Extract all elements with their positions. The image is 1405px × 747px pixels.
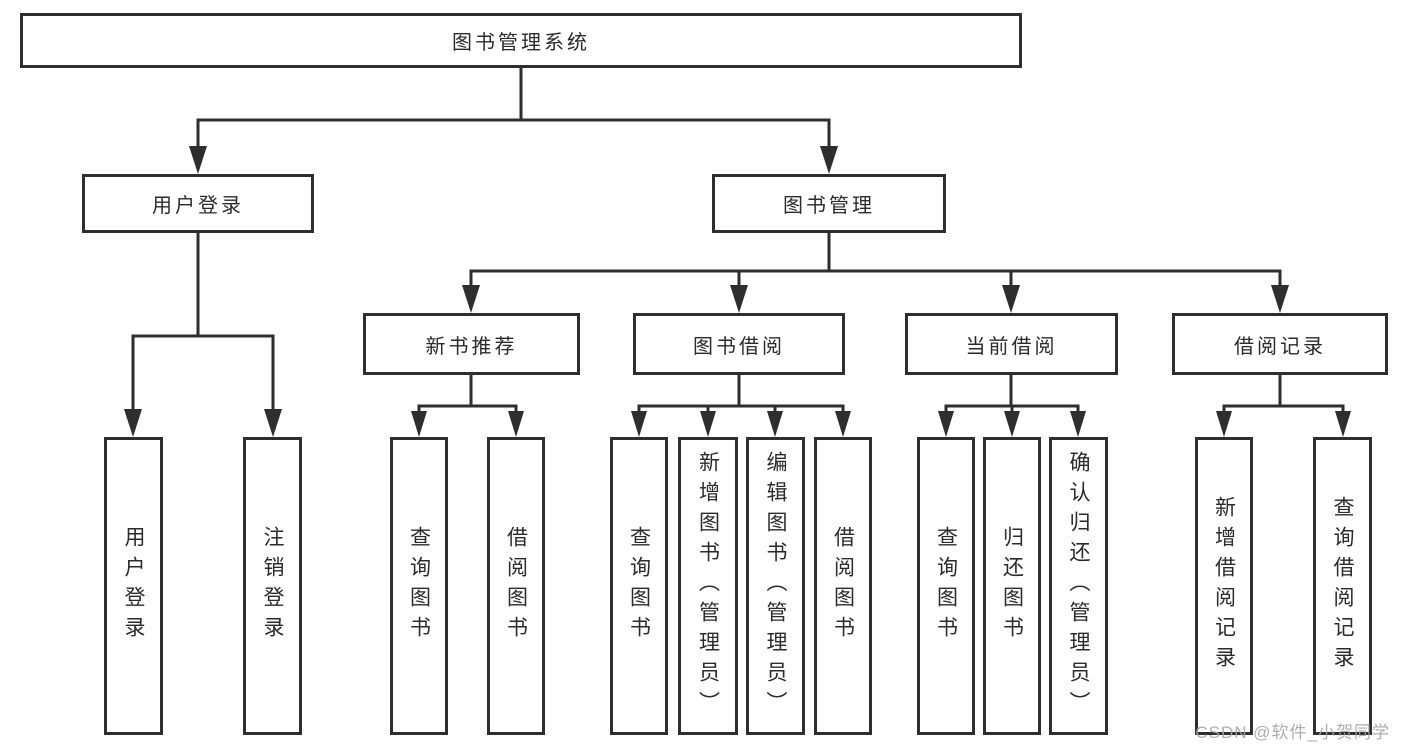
node-user-login: 用户登录	[82, 174, 314, 233]
node-book-management-label: 图书管理	[783, 195, 875, 217]
node-current-borrow: 当前借阅	[905, 313, 1118, 375]
leaf-logout: 注销登录	[243, 437, 302, 735]
leaf-user-login: 用户登录	[104, 437, 163, 735]
leaf-edit-books-admin-label: 编辑图书（管理员）	[764, 451, 787, 721]
node-book-management: 图书管理	[712, 174, 946, 233]
leaf-edit-books-admin: 编辑图书（管理员）	[746, 437, 805, 735]
leaf-borrow-books-label: 借阅图书	[831, 526, 855, 646]
node-new-book-recommend-label: 新书推荐	[425, 335, 518, 358]
leaf-return-books: 归还图书	[983, 437, 1041, 735]
leaf-confirm-return-admin: 确认归还（管理员）	[1049, 437, 1108, 735]
node-borrow-records-label: 借阅记录	[1234, 335, 1326, 358]
leaf-logout-label: 注销登录	[261, 526, 284, 646]
node-user-login-label: 用户登录	[152, 195, 244, 217]
leaf-add-borrow-record: 新增借阅记录	[1195, 437, 1253, 735]
leaf-query-borrow-record-label: 查询借阅记录	[1331, 496, 1354, 676]
leaf-recommend-borrow-books-label: 借阅图书	[504, 526, 528, 646]
node-new-book-recommend: 新书推荐	[363, 313, 580, 375]
leaf-borrow-query-books: 查询图书	[610, 437, 668, 735]
leaf-recommend-query-books: 查询图书	[390, 437, 448, 735]
leaf-current-query-books: 查询图书	[917, 437, 975, 735]
node-book-borrow-label: 图书借阅	[693, 335, 785, 358]
node-book-borrow: 图书借阅	[633, 313, 845, 375]
leaf-add-books-admin-label: 新增图书（管理员）	[696, 451, 720, 721]
leaf-recommend-query-books-label: 查询图书	[407, 526, 431, 646]
leaf-current-query-books-label: 查询图书	[934, 526, 958, 646]
leaf-add-books-admin: 新增图书（管理员）	[678, 437, 738, 735]
leaf-return-books-label: 归还图书	[1000, 526, 1024, 646]
leaf-recommend-borrow-books: 借阅图书	[487, 437, 545, 735]
leaf-add-borrow-record-label: 新增借阅记录	[1212, 496, 1236, 676]
leaf-confirm-return-admin-label: 确认归还（管理员）	[1067, 451, 1090, 721]
node-root-system: 图书管理系统	[20, 13, 1022, 68]
leaf-user-login-label: 用户登录	[122, 526, 145, 646]
node-borrow-records: 借阅记录	[1172, 313, 1388, 375]
csdn-watermark: CSDN @软件_小贺同学	[1195, 723, 1390, 742]
leaf-query-borrow-record: 查询借阅记录	[1313, 437, 1372, 735]
node-root-system-label: 图书管理系统	[452, 32, 590, 54]
leaf-borrow-query-books-label: 查询图书	[627, 526, 651, 646]
leaf-borrow-books: 借阅图书	[814, 437, 872, 735]
node-current-borrow-label: 当前借阅	[965, 335, 1058, 358]
